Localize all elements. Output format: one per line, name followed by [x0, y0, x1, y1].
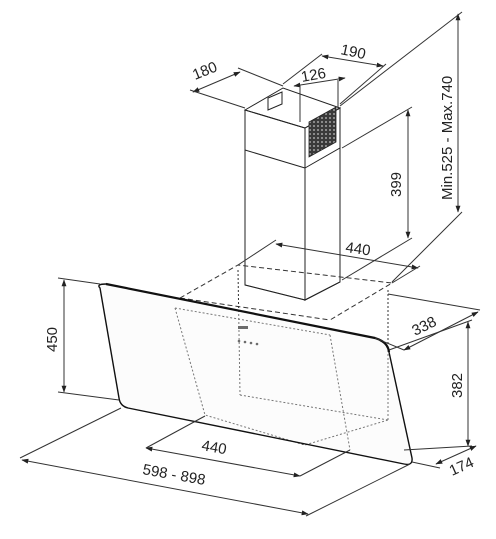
- chimney-lower-band-side: [304, 147, 341, 301]
- dim-outlet-width: 126: [293, 65, 346, 122]
- dim-chimney-depth-label: 180: [190, 59, 220, 84]
- dim-canopy-depth-label: 338: [409, 313, 439, 339]
- dim-chimney-width-label: 190: [339, 41, 367, 63]
- control-buttons: [237, 326, 259, 346]
- dim-chimney-base-width: 440: [237, 239, 421, 284]
- chimney: [243, 87, 342, 301]
- canopy-hidden-outline: [174, 264, 394, 451]
- dim-panel-height: 450: [44, 277, 120, 401]
- dim-total-height: Min.525 - Max.740: [339, 11, 463, 283]
- dim-chimney-depth: 180: [189, 59, 284, 109]
- chimney-front-face: [244, 109, 306, 301]
- dim-outlet-width-label: 126: [300, 65, 328, 86]
- dim-bottom-depth-label: 174: [447, 454, 477, 480]
- dim-bracket-width-label: 440: [200, 437, 228, 458]
- dim-bottom-depth: 174: [411, 445, 477, 480]
- chimney-top-bracket: [267, 91, 283, 111]
- chimney-lower-band-front: [244, 149, 306, 301]
- dim-panel-height-label: 450: [44, 327, 61, 352]
- dim-total-height-label: Min.525 - Max.740: [439, 76, 456, 200]
- dim-body-height-label: 382: [449, 373, 466, 398]
- glass-panel-outline: [98, 283, 413, 466]
- dim-chimney-height: 399: [341, 106, 413, 281]
- dim-canopy-depth: 338: [374, 293, 481, 351]
- glass-panel: [98, 282, 413, 466]
- canopy-top-dashed: [179, 264, 394, 321]
- vent-grille: [308, 106, 337, 158]
- dim-chimney-width: 190: [282, 41, 387, 105]
- chimney-top-opening: [243, 87, 342, 129]
- dim-chimney-base-width-label: 440: [344, 239, 371, 259]
- dim-body-height: 382: [388, 319, 473, 451]
- dim-chimney-height-label: 399: [388, 172, 405, 197]
